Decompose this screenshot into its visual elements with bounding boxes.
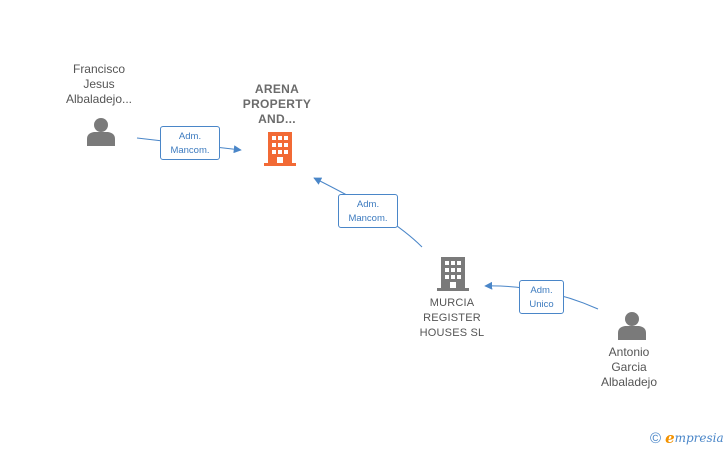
person-icon[interactable]	[618, 312, 646, 340]
brand-name: mpresia	[674, 431, 724, 445]
node-label-francisco[interactable]: Francisco Jesus Albaladejo...	[65, 62, 133, 106]
edge-label-murcia-arena: Adm. Mancom.	[338, 194, 398, 228]
person-icon[interactable]	[87, 118, 115, 146]
building-icon[interactable]	[264, 132, 296, 166]
copyright-symbol: ©	[650, 429, 662, 447]
node-label-murcia[interactable]: MURCIA REGISTER HOUSES SL	[419, 297, 485, 339]
node-label-antonio[interactable]: Antonio Garcia Albaladejo	[600, 345, 658, 389]
brand-logo: © e mpresia	[650, 429, 724, 447]
node-label-arena[interactable]: ARENA PROPERTY AND...	[242, 82, 312, 126]
building-icon[interactable]	[437, 257, 469, 291]
edge-label-francisco-arena: Adm. Mancom.	[160, 126, 220, 160]
edge-label-antonio-murcia: Adm. Unico	[519, 280, 564, 314]
brand-e: e	[665, 429, 675, 447]
